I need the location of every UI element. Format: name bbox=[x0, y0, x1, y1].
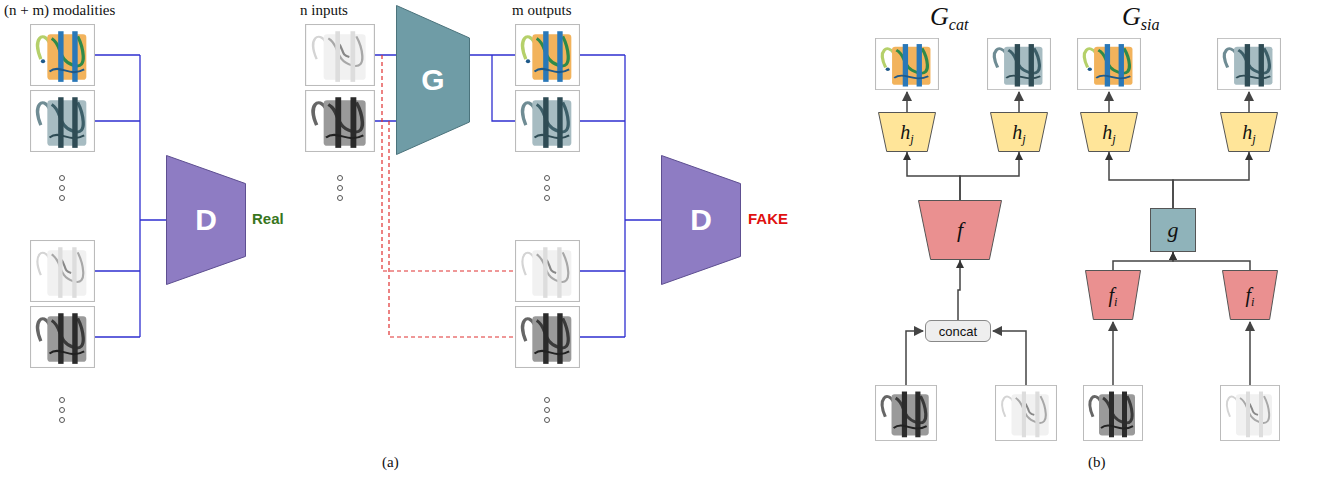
connector bbox=[1105, 152, 1173, 208]
connector-line bbox=[958, 260, 960, 320]
xray-image bbox=[516, 25, 580, 86]
architecture-title: Gsia bbox=[1122, 2, 1160, 32]
node-text: hj bbox=[1012, 121, 1025, 144]
node-text: f bbox=[957, 217, 963, 243]
block-shape bbox=[397, 6, 470, 155]
panel-label: (a) bbox=[382, 454, 399, 471]
arrow-head bbox=[1015, 152, 1023, 160]
xray-image bbox=[516, 307, 580, 368]
xray-image bbox=[1084, 385, 1143, 440]
block-shape bbox=[1221, 113, 1278, 152]
panel-label: (b) bbox=[1088, 454, 1106, 471]
decoder-block: hj bbox=[990, 112, 1048, 152]
xray-image bbox=[1078, 38, 1141, 89]
block-shape bbox=[919, 201, 1002, 260]
xray-image bbox=[988, 38, 1051, 89]
connector bbox=[1113, 252, 1177, 270]
ellipsis-dots bbox=[338, 176, 550, 423]
arrow-head bbox=[1105, 152, 1113, 160]
connector bbox=[956, 260, 964, 320]
block-shape bbox=[1223, 271, 1278, 320]
xray-image bbox=[31, 91, 95, 152]
node-text: hj bbox=[900, 121, 913, 144]
xray-image bbox=[31, 25, 95, 86]
discriminator-block: D bbox=[166, 155, 246, 285]
decoder-block: hj bbox=[878, 112, 936, 152]
block-shape bbox=[167, 156, 246, 285]
decoder-block: hj bbox=[1220, 112, 1278, 152]
verdict-label: Real bbox=[252, 210, 284, 227]
architecture-title: Gcat bbox=[930, 2, 968, 32]
connector-line bbox=[1173, 152, 1249, 208]
xray-image bbox=[516, 91, 580, 152]
node-text: hj bbox=[1102, 121, 1115, 144]
connector-line bbox=[907, 152, 960, 200]
node-text: fi bbox=[1108, 284, 1117, 307]
block-shape bbox=[879, 113, 936, 152]
encoder-block: fi bbox=[1222, 270, 1278, 320]
xray-image bbox=[31, 307, 95, 368]
xray-image bbox=[876, 385, 937, 440]
arrow-head bbox=[956, 260, 964, 268]
verdict-label: FAKE bbox=[748, 210, 788, 227]
connector-line bbox=[1113, 252, 1173, 270]
arrow-head bbox=[1169, 252, 1177, 260]
image-stack bbox=[306, 25, 580, 368]
connector-line bbox=[1109, 152, 1173, 208]
xray-image bbox=[31, 241, 95, 302]
panel-heading: m outputs bbox=[512, 2, 572, 19]
xray-image bbox=[996, 385, 1057, 440]
node-text: g bbox=[1168, 217, 1179, 243]
node-text: D bbox=[195, 203, 217, 237]
node-text: concat bbox=[939, 324, 977, 339]
connector-line bbox=[960, 152, 1019, 200]
xray-image bbox=[876, 38, 939, 89]
concat-box: concat bbox=[925, 320, 991, 342]
xray-image bbox=[306, 25, 375, 86]
connector bbox=[903, 152, 960, 200]
connector bbox=[1173, 152, 1253, 208]
node-text: D bbox=[690, 203, 712, 237]
encoder-block: fi bbox=[1085, 270, 1141, 320]
xray-image bbox=[306, 91, 375, 152]
panel-heading: (n + m) modalities bbox=[4, 2, 115, 19]
block-shape bbox=[1086, 271, 1141, 320]
signal-lines bbox=[95, 55, 166, 337]
image-stack bbox=[876, 38, 1057, 440]
node-text: G bbox=[421, 63, 444, 97]
xray-image bbox=[1218, 38, 1281, 89]
xray-image bbox=[516, 241, 580, 302]
image-stack bbox=[31, 25, 95, 368]
fusion-block: g bbox=[1150, 208, 1196, 252]
discriminator-block: D bbox=[661, 155, 741, 285]
arrow-head bbox=[1169, 252, 1177, 260]
encoder-block: f bbox=[918, 200, 1002, 260]
block-shape bbox=[991, 113, 1048, 152]
node-text: hj bbox=[1242, 121, 1255, 144]
ellipsis-dots bbox=[60, 176, 65, 423]
block-shape bbox=[1081, 113, 1138, 152]
decoder-block: hj bbox=[1080, 112, 1138, 152]
panel-heading: n inputs bbox=[300, 2, 348, 19]
block-shape bbox=[662, 156, 741, 285]
image-stack bbox=[1078, 38, 1281, 440]
generator-block: G bbox=[396, 5, 470, 155]
connector bbox=[960, 152, 1023, 200]
arrow-head bbox=[903, 152, 911, 160]
connector-line bbox=[1173, 252, 1250, 270]
connector bbox=[1169, 252, 1250, 270]
node-text: fi bbox=[1245, 284, 1254, 307]
arrow-head bbox=[1245, 152, 1253, 160]
xray-image bbox=[1221, 385, 1280, 440]
